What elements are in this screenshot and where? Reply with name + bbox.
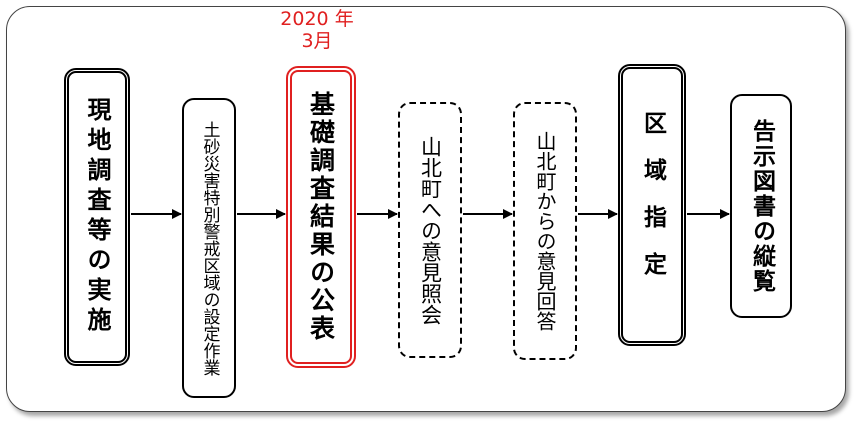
step-label: 基礎調査結果の公表 bbox=[306, 91, 336, 343]
step-field-survey: 現地調査等の実施 bbox=[64, 68, 130, 366]
step-survey-results-publication: 基礎調査結果の公表 bbox=[286, 66, 356, 368]
step-public-inspection: 告示図書の縦覧 bbox=[730, 94, 792, 318]
step-label: 区域指定 bbox=[639, 111, 666, 299]
step-label: 土砂災害特別警戒区域の設定作業 bbox=[199, 120, 220, 376]
step-zone-designation: 区域指定 bbox=[618, 64, 686, 346]
step-zone-setting-work: 土砂災害特別警戒区域の設定作業 bbox=[182, 98, 236, 398]
diagram-frame bbox=[6, 6, 846, 412]
step-label: 山北町からの意見回答 bbox=[533, 131, 557, 331]
step-opinion-response: 山北町からの意見回答 bbox=[513, 102, 577, 360]
step-opinion-inquiry: 山北町への意見照会 bbox=[398, 102, 462, 358]
step-label: 山北町への意見照会 bbox=[418, 135, 443, 325]
date-label-year: 2020 年 bbox=[280, 8, 354, 30]
step-label: 現地調査等の実施 bbox=[83, 97, 111, 337]
step-label: 告示図書の縦覧 bbox=[748, 118, 775, 294]
date-label: 2020 年 3月 bbox=[262, 8, 372, 52]
date-label-month: 3月 bbox=[301, 30, 333, 52]
